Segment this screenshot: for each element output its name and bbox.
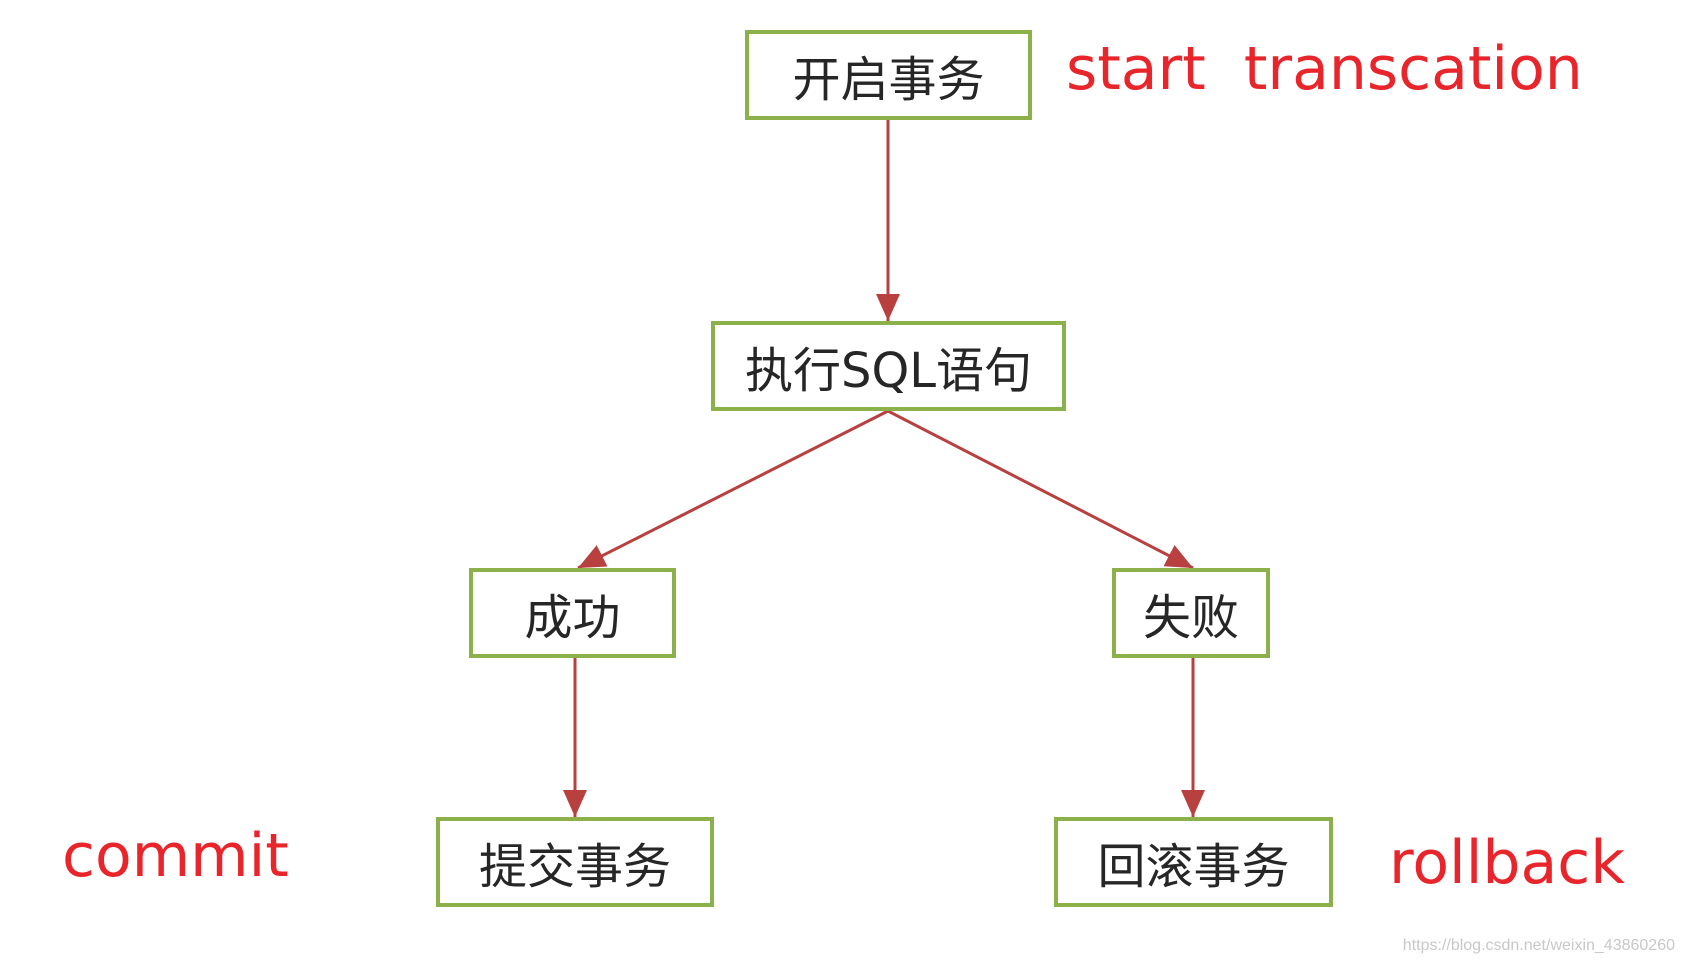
edge-execute-to-success [577, 409, 889, 570]
keyword-rollback: rollback [1389, 828, 1625, 898]
node-execute-label: 执行SQL语句 [745, 343, 1032, 399]
edge-execute-to-failure [887, 409, 1194, 570]
node-rollback-transaction: 回滚事务 [1054, 817, 1333, 907]
node-failure: 失败 [1112, 568, 1270, 658]
node-commit-transaction: 提交事务 [436, 817, 714, 907]
node-success: 成功 [469, 568, 676, 658]
watermark: https://blog.csdn.net/weixin_43860260 [1402, 937, 1675, 954]
keyword-commit: commit [62, 821, 289, 891]
node-commit-label: 提交事务 [478, 839, 671, 895]
node-rollback-label: 回滚事务 [1097, 839, 1290, 895]
node-failure-label: 失败 [1142, 590, 1239, 646]
keyword-start-transaction: start transcation [1066, 34, 1583, 104]
node-start-label: 开启事务 [792, 52, 985, 108]
node-success-label: 成功 [524, 590, 621, 646]
node-execute-sql: 执行SQL语句 [711, 321, 1066, 411]
node-start-transaction: 开启事务 [745, 30, 1032, 120]
